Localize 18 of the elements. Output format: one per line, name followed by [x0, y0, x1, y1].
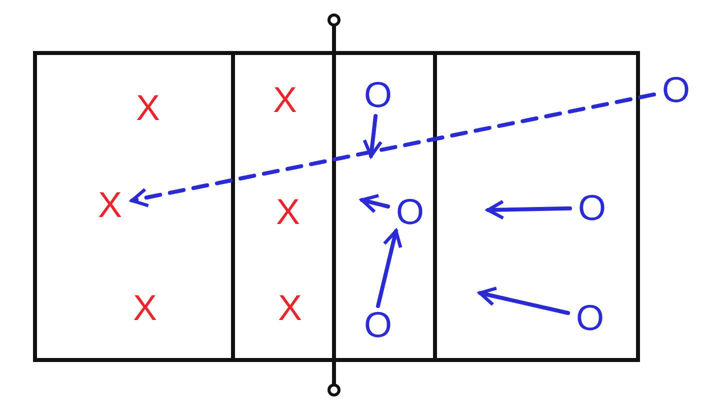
- player-marker: O: [396, 194, 424, 230]
- player-marker: O: [364, 77, 392, 113]
- player-marker: X: [278, 290, 302, 326]
- player-marker: X: [276, 194, 300, 230]
- player-marker: X: [98, 187, 122, 223]
- arrow: [376, 229, 402, 308]
- arrow: [360, 194, 390, 214]
- player-marker: O: [662, 72, 690, 108]
- player-marker: X: [136, 90, 160, 126]
- player-marker: X: [272, 82, 297, 118]
- player-marker: X: [132, 290, 157, 326]
- player-marker: O: [578, 190, 606, 226]
- arrow: [486, 200, 572, 220]
- arrow: [130, 92, 656, 208]
- arrow: [362, 114, 383, 158]
- player-marker: O: [364, 307, 392, 343]
- player-marker: O: [576, 300, 604, 336]
- arrow: [478, 286, 570, 315]
